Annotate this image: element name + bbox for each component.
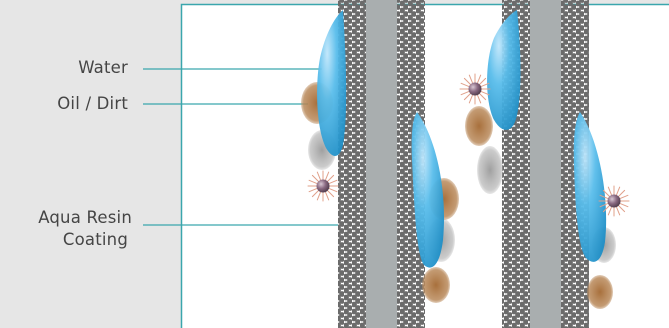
oil-dirt-blob-icon: [465, 106, 493, 146]
coating-label-line2: Coating: [0, 229, 128, 250]
water-label: Water: [40, 57, 128, 78]
oil-dirt-blob-icon: [422, 267, 450, 303]
oil-dirt-blob-icon: [587, 275, 613, 309]
dust-particle-icon: [460, 74, 490, 104]
fiber-2: [530, 0, 561, 328]
dust-particle-icon: [599, 186, 629, 216]
smudge: [477, 146, 503, 194]
dust-particle-icon: [308, 171, 338, 201]
oil-dirt-label: Oil / Dirt: [20, 93, 128, 114]
coating-label-line1: Aqua Resin: [0, 207, 132, 228]
fiber-1: [366, 0, 397, 328]
